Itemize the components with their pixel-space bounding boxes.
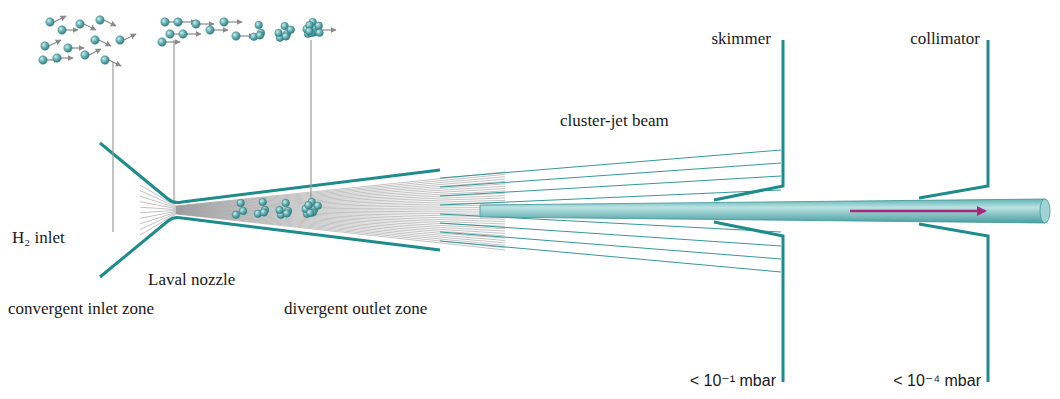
particle xyxy=(76,20,84,28)
fan-line xyxy=(140,202,176,209)
particle xyxy=(101,56,109,64)
fan-line xyxy=(140,207,176,209)
particle xyxy=(276,206,284,214)
fan-line xyxy=(176,207,505,209)
motion-arrow xyxy=(187,33,201,34)
particle xyxy=(283,210,291,218)
jet-line xyxy=(440,241,781,272)
motion-arrow xyxy=(214,29,228,30)
zone-name: convergent inlet zone xyxy=(8,300,154,319)
part-name: Laval nozzle xyxy=(148,271,235,290)
beam-direction-arrow xyxy=(850,210,985,213)
fan-line xyxy=(176,205,505,209)
particle xyxy=(58,26,66,34)
particle xyxy=(166,30,174,38)
motion-arrow xyxy=(166,41,180,42)
zone-name: divergent outlet zone xyxy=(284,300,427,319)
fan-line xyxy=(140,191,176,207)
particle xyxy=(206,26,214,34)
particle xyxy=(232,32,240,40)
particle xyxy=(314,202,322,210)
particle xyxy=(282,33,290,41)
particle xyxy=(315,22,323,30)
laval-nozzle xyxy=(100,143,440,277)
motion-arrow xyxy=(228,21,242,22)
particle xyxy=(259,198,267,206)
particle xyxy=(174,18,182,26)
motion-arrow xyxy=(124,34,136,40)
particle xyxy=(53,54,61,62)
part-name: skimmer xyxy=(712,30,772,49)
particle xyxy=(239,207,247,215)
motion-arrow xyxy=(104,20,116,26)
particle xyxy=(255,21,263,29)
fan-line xyxy=(176,203,505,209)
particle xyxy=(158,38,166,46)
jet-line xyxy=(440,176,781,196)
particle xyxy=(305,201,313,209)
fan-line xyxy=(176,198,505,209)
part-name: H₂ inlet xyxy=(12,229,65,248)
particle xyxy=(39,56,47,64)
gas-particles xyxy=(39,16,336,219)
part-name: collimator xyxy=(910,30,980,49)
leader-lines xyxy=(113,40,311,232)
particle xyxy=(46,18,54,26)
motion-arrow xyxy=(84,24,96,30)
particle xyxy=(96,16,104,24)
fan-line xyxy=(176,213,505,238)
motion-arrow xyxy=(322,29,336,30)
particle xyxy=(161,18,169,26)
particle xyxy=(260,209,268,217)
motion-arrow xyxy=(89,49,101,55)
particle xyxy=(179,30,187,38)
particle xyxy=(41,42,49,50)
particle xyxy=(91,36,99,44)
motion-arrow xyxy=(99,40,111,46)
motion-arrow xyxy=(54,16,66,22)
motion-arrow xyxy=(109,60,121,66)
fan-line xyxy=(140,214,176,235)
fan-line xyxy=(176,214,505,246)
particle xyxy=(237,199,245,207)
cluster-beam xyxy=(480,199,1045,223)
fan-line xyxy=(176,214,505,250)
fan-line xyxy=(140,213,176,229)
part-name: cluster-jet beam xyxy=(560,112,669,131)
particle xyxy=(232,211,240,219)
motion-arrow xyxy=(72,47,84,48)
motion-arrow xyxy=(66,29,78,30)
jet-line xyxy=(440,163,781,187)
fan-line xyxy=(176,212,505,229)
particle xyxy=(81,51,89,59)
particle xyxy=(305,27,313,35)
particle xyxy=(282,199,290,207)
collimator xyxy=(919,40,988,382)
particle xyxy=(64,44,72,52)
fan-line xyxy=(176,191,505,208)
motion-arrow xyxy=(49,40,61,46)
particle xyxy=(116,36,124,44)
motion-arrow xyxy=(61,57,73,58)
particle xyxy=(220,18,228,26)
pressure-value: < 10⁻¹ mbar xyxy=(690,372,776,390)
motion-arrow xyxy=(200,23,214,24)
jet-line xyxy=(440,150,781,178)
beam-end xyxy=(1040,199,1050,223)
particle xyxy=(192,20,200,28)
pressure-value: < 10⁻⁴ mbar xyxy=(893,372,981,390)
particle xyxy=(287,26,295,34)
particle xyxy=(306,209,314,217)
particle xyxy=(256,32,264,40)
skimmer xyxy=(714,40,783,382)
particle xyxy=(275,29,283,37)
